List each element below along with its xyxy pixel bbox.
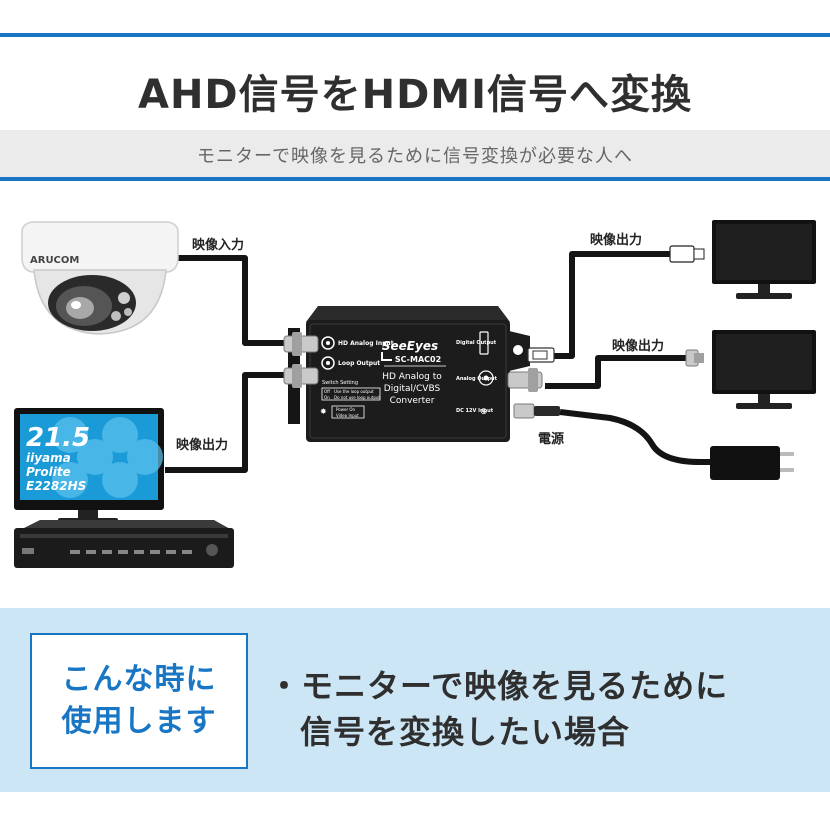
subtitle-blue-line [0,177,830,181]
camera-brand-label: ARUCOM [30,255,79,266]
label-video-input: 映像入力 [192,237,244,253]
usage-box-line1: こんな時に [61,662,217,697]
cable-power [559,409,712,465]
monitor-size-label: 21.5 [26,423,90,453]
cable-camera-input [160,255,290,346]
dc-plug-connector [513,403,560,419]
cables [160,251,712,473]
dc-polarity-icon: ⊕ [480,407,488,417]
usage-box-line2: 使用します [61,704,217,739]
page-title: AHD信号をHDMI信号へ変換 [137,72,692,118]
label-video-output-analog: 映像出力 [612,338,664,354]
device-brand: SeeEyes [382,339,438,353]
hdmi-plug-connector [527,347,555,363]
bnc-output-connector [507,368,543,392]
port-hd-analog-input: HD Analog Input [338,340,394,347]
dvr-recorder [14,520,234,568]
device-model: SC-MAC02 [395,355,441,364]
monitor-model-label: E2282HS [26,479,86,493]
top-blue-line [0,33,830,37]
port-dc-input: DC 12V Input [456,408,494,414]
power-adapter [710,446,794,480]
switch-on-label: On [324,395,330,400]
device-desc-line2: Digital/CVBS [384,384,441,394]
bnc-input-connector [283,332,319,356]
analog-monitor [685,330,816,409]
left-monitor: 21.5 iiyama Prolite E2282HS [14,408,164,524]
switch-off-label: Off [324,389,330,394]
led-indicator-icon: ✸ [320,407,327,416]
led-video-label: Video Input [336,413,359,418]
switch-setting-label: Switch Setting [322,380,358,386]
port-analog-output: Analog Output [456,376,498,382]
cable-dvr-loop [165,372,290,473]
connection-diagram: ARUCOM 21.5 iiyama Prolite E2282HS [14,220,816,568]
cable-analog-output [545,355,690,389]
device-logo-mark [381,352,392,361]
dome-camera: ARUCOM [21,221,179,335]
port-digital-output: Digital Output [456,340,497,346]
usage-box: こんな時に 使用します [30,633,248,769]
switch-on-text: Do not use loop output [334,395,380,400]
usage-text-line1: ・モニターで映像を見るために [268,667,729,705]
usage-text-line2: 信号を変換したい場合 [300,713,631,751]
subtitle-bar [0,130,830,177]
hdmi-monitor [669,220,816,299]
converter-device: HD Analog Input Loop Output Switch Setti… [283,306,560,442]
label-power: 電源 [538,431,564,447]
label-video-output-left: 映像出力 [176,437,228,453]
port-loop-output: Loop Output [338,360,380,367]
device-desc-line1: HD Analog to [382,372,442,382]
bnc-loop-connector [283,364,319,388]
switch-off-text: Use the loop output [334,389,374,394]
page-subtitle: モニターで映像を見るために信号変換が必要な人へ [197,146,633,167]
label-video-output-hdmi: 映像出力 [590,232,642,248]
monitor-series-label: Prolite [26,465,71,479]
device-desc-line3: Converter [390,396,435,406]
monitor-brand-label: iiyama [26,451,71,465]
led-power-label: Power On [336,407,356,412]
usage-description: ・モニターで映像を見るために 信号を変換したい場合 [268,663,728,755]
cable-hdmi-output [550,251,672,359]
